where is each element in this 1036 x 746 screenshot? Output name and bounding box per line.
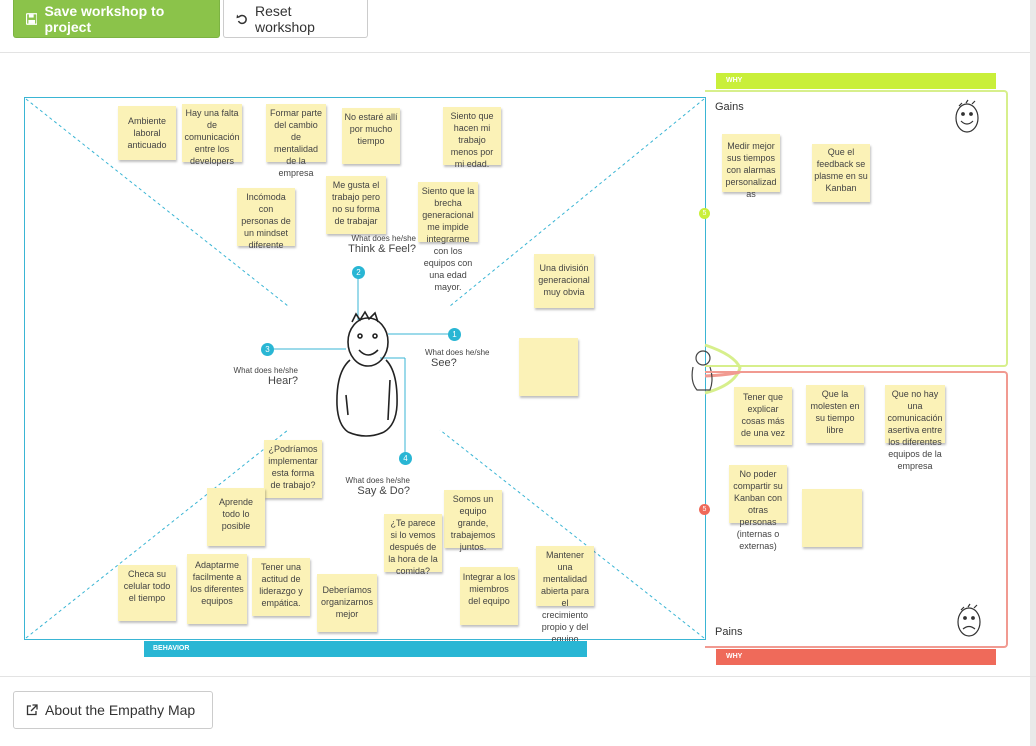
sticky-note-text: Aprende todo lo posible	[218, 497, 254, 531]
sticky-note[interactable]: Aprende todo lo posible	[207, 488, 265, 546]
sticky-note-text: Siento que hacen mi trabajo menos por mi…	[450, 111, 494, 169]
save-workshop-label: Save workshop to project	[44, 2, 165, 35]
sticky-note-text: Formar parte del cambio de mentalidad de…	[269, 108, 322, 178]
see-question-small: What does he/she	[425, 348, 490, 357]
undo-icon	[236, 14, 247, 24]
sticky-note-text: Mantener una mentalidad abierta para el …	[540, 550, 590, 644]
about-empathy-map-button[interactable]: About the Empathy Map	[13, 691, 213, 729]
sticky-note-text: Integrar a los miembros del equipo	[462, 572, 516, 606]
sticky-note[interactable]: Siento que la brecha generacional me imp…	[418, 182, 478, 292]
think-feel-question-big: Think & Feel?	[348, 243, 416, 255]
happy-face-icon	[955, 99, 979, 133]
gains-panel	[705, 90, 1008, 367]
toolbar: Save workshop to project Reset workshop	[0, 0, 1036, 53]
think-feel-question: What does he/she Think & Feel?	[340, 234, 416, 255]
sticky-note-text: Tener una actitud de liderazgo y empátic…	[259, 562, 303, 608]
sticky-note-text: Tener que explicar cosas más de una vez	[740, 392, 786, 438]
pains-panel	[705, 371, 1008, 648]
sticky-note[interactable]: ¿Te parece si lo vemos después de la hor…	[384, 514, 442, 576]
hear-marker[interactable]: 3	[261, 343, 274, 356]
sticky-note[interactable]: Incómoda con personas de un mindset dife…	[237, 188, 295, 250]
sticky-note[interactable]: Siento que hacen mi trabajo menos por mi…	[443, 107, 501, 169]
sticky-note-text: No poder compartir su Kanban con otras p…	[733, 469, 783, 551]
sticky-note[interactable]: Medir mejor sus tiempos con alarmas pers…	[722, 134, 780, 199]
footer-divider	[0, 676, 1036, 677]
save-workshop-button[interactable]: Save workshop to project	[13, 0, 220, 38]
sticky-note-text: Que no hay una comunicación asertiva ent…	[887, 389, 943, 471]
worried-face-icon	[957, 603, 981, 637]
sticky-note[interactable]: Integrar a los miembros del equipo	[460, 567, 518, 625]
sticky-note[interactable]: Hay una falta de comunicación entre los …	[182, 104, 242, 166]
behavior-bar: BEHAVIOR	[144, 641, 587, 657]
sticky-note-text: Checa su celular todo el tiempo	[123, 569, 171, 603]
say-do-question-small: What does he/she	[345, 476, 410, 485]
sticky-note[interactable]: Adaptarme facilmente a los diferentes eq…	[187, 554, 247, 624]
scrollbar-track[interactable]	[1030, 0, 1036, 746]
reset-workshop-button[interactable]: Reset workshop	[223, 0, 368, 38]
sticky-note[interactable]: Formar parte del cambio de mentalidad de…	[266, 104, 326, 178]
sticky-note[interactable]: Tener una actitud de liderazgo y empátic…	[252, 558, 310, 616]
sticky-note-text: Adaptarme facilmente a los diferentes eq…	[190, 560, 244, 606]
sticky-note-text: Somos un equipo grande, trabajemos junto…	[450, 494, 496, 552]
sticky-note[interactable]: Somos un equipo grande, trabajemos junto…	[444, 490, 502, 552]
sticky-note[interactable]: Deberíamos organizarnos mejor	[317, 574, 377, 632]
think-feel-marker[interactable]: 2	[352, 266, 365, 279]
sticky-note[interactable]: Que el feedback se plasme en su Kanban	[812, 144, 870, 202]
sticky-note-text: Deberíamos organizarnos mejor	[320, 585, 374, 619]
gains-marker[interactable]: 5	[699, 208, 710, 219]
empathy-map-canvas	[24, 97, 706, 640]
persona-figure	[336, 310, 398, 437]
sticky-note-text: ¿Te parece si lo vemos después de la hor…	[388, 518, 438, 576]
sticky-note[interactable]: Me gusta el trabajo pero no su forma de …	[326, 176, 386, 234]
external-link-icon	[26, 704, 38, 716]
pains-why-bar: WHY	[716, 649, 996, 665]
sticky-note-text: Me gusta el trabajo pero no su forma de …	[331, 180, 381, 226]
sticky-note[interactable]: ¿Podríamos implementar esta forma de tra…	[264, 440, 322, 498]
sticky-note-empty[interactable]	[519, 338, 578, 396]
sticky-note[interactable]: Que no hay una comunicación asertiva ent…	[885, 385, 945, 471]
sticky-note-text: No estaré allí por mucho tiempo	[344, 112, 398, 146]
sticky-note-text: Siento que la brecha generacional me imp…	[421, 186, 475, 292]
see-question: What does he/she See?	[425, 348, 495, 369]
sticky-note[interactable]: No estaré allí por mucho tiempo	[342, 108, 400, 164]
floppy-disk-icon	[26, 12, 38, 25]
sticky-note[interactable]: Checa su celular todo el tiempo	[118, 565, 176, 621]
sticky-note[interactable]: No poder compartir su Kanban con otras p…	[729, 465, 787, 551]
sticky-note-text: Que la molesten en su tiempo libre	[810, 389, 860, 435]
sticky-note-text: Que el feedback se plasme en su Kanban	[814, 147, 868, 193]
sticky-note-text: ¿Podríamos implementar esta forma de tra…	[268, 444, 318, 490]
gains-title: Gains	[715, 101, 744, 113]
sticky-note-text: Ambiente laboral anticuado	[127, 116, 167, 150]
say-do-question: What does he/she Say & Do?	[338, 476, 410, 497]
hear-question-big: Hear?	[268, 375, 298, 387]
think-feel-question-small: What does he/she	[351, 234, 416, 243]
sticky-note-empty[interactable]	[802, 489, 862, 547]
hear-question-small: What does he/she	[233, 366, 298, 375]
say-do-question-big: Say & Do?	[357, 485, 410, 497]
pains-marker[interactable]: 5	[699, 504, 710, 515]
about-empathy-map-label: About the Empathy Map	[45, 702, 196, 718]
see-question-big: See?	[431, 357, 457, 369]
reset-workshop-label: Reset workshop	[254, 2, 315, 35]
sticky-note[interactable]: Una división generacional muy obvia	[534, 254, 594, 308]
see-marker[interactable]: 1	[448, 328, 461, 341]
sticky-note-text: Hay una falta de comunicación entre los …	[184, 108, 240, 166]
gains-why-bar: WHY	[716, 73, 996, 89]
sticky-note[interactable]: Ambiente laboral anticuado	[118, 106, 176, 160]
sticky-note-text: Una división generacional muy obvia	[538, 263, 590, 297]
hear-question: What does he/she Hear?	[226, 366, 298, 387]
sticky-note[interactable]: Mantener una mentalidad abierta para el …	[536, 546, 594, 644]
pains-title: Pains	[715, 626, 743, 638]
sticky-note[interactable]: Tener que explicar cosas más de una vez	[734, 387, 792, 445]
sticky-note-text: Incómoda con personas de un mindset dife…	[241, 192, 291, 250]
sticky-note-text: Medir mejor sus tiempos con alarmas pers…	[725, 141, 777, 199]
sticky-note[interactable]: Que la molesten en su tiempo libre	[806, 385, 864, 443]
say-do-marker[interactable]: 4	[399, 452, 412, 465]
